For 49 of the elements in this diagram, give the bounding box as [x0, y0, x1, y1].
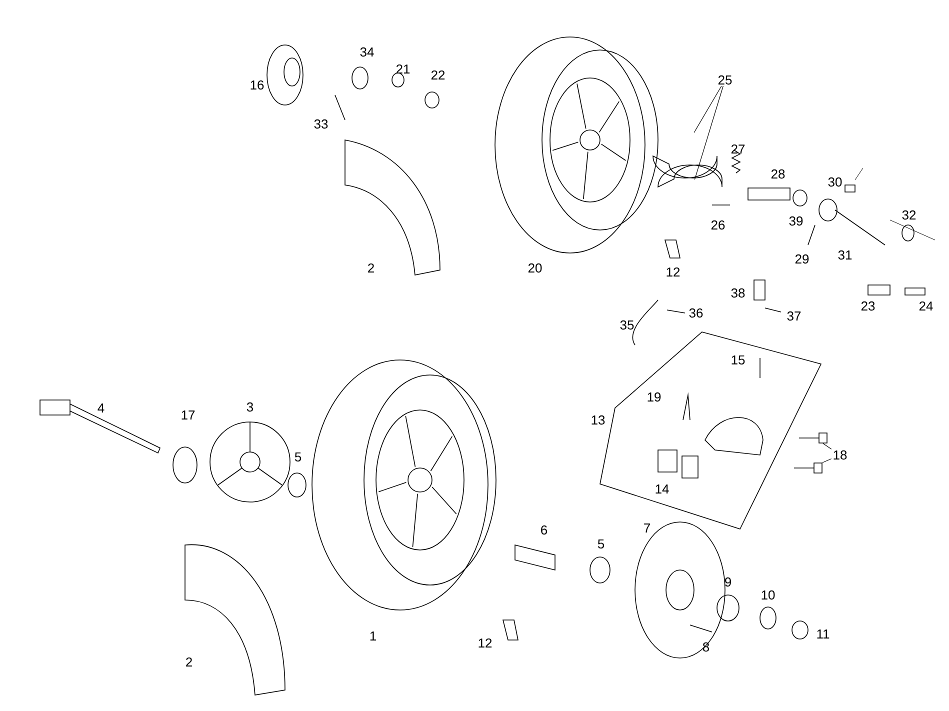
callout-number: 27 [731, 144, 745, 154]
callout-number: 10 [762, 590, 775, 600]
callout-number: 12 [666, 267, 680, 277]
callout-number: 16 [250, 80, 264, 90]
leader-line [694, 86, 722, 133]
bolt [794, 462, 822, 474]
callout-number: 29 [795, 254, 809, 264]
callout-number: 30 [828, 177, 842, 187]
brake-shoe [652, 156, 718, 178]
callout-number: 20 [528, 263, 542, 273]
callout-number: 5 [598, 539, 604, 549]
callout-number: 26 [711, 220, 725, 230]
callout-number: 9 [725, 577, 731, 587]
callout-number: 8 [702, 642, 710, 652]
callout-number: 4 [98, 404, 104, 412]
callout-number: 32 [902, 210, 916, 220]
callout-number: 3 [246, 402, 254, 412]
callout-number: 6 [541, 525, 548, 535]
callout-number: 11 [817, 630, 830, 638]
bolt [798, 432, 828, 444]
leader-line [822, 443, 832, 450]
callout-number: 15 [732, 355, 745, 365]
callout-number: 34 [360, 47, 374, 57]
callout-number: 22 [431, 70, 445, 80]
callout-number: 23 [861, 301, 875, 311]
callout-number: 5 [294, 452, 302, 462]
callout-number: 2 [368, 263, 374, 273]
callout-number: 39 [789, 216, 803, 226]
callout-number: 13 [592, 415, 605, 425]
callout-number: 18 [834, 450, 847, 460]
callout-number: 24 [919, 301, 933, 311]
callout-number: 37 [787, 311, 801, 321]
callout-number: 21 [396, 64, 410, 74]
callout-number: 12 [478, 638, 492, 648]
callout-number: 7 [644, 524, 650, 532]
callout-number: 33 [314, 119, 328, 129]
callout-number: 31 [838, 250, 852, 260]
leader-line [822, 458, 832, 463]
callout-number: 14 [656, 484, 669, 494]
callout-number: 36 [689, 308, 703, 318]
callout-number: 38 [731, 288, 745, 298]
callout-number: 2 [186, 657, 192, 667]
callout-number: 28 [771, 169, 785, 179]
callout-number: 1 [370, 632, 376, 640]
brake-shoe [658, 164, 722, 188]
callout-number: 25 [718, 75, 732, 85]
callout-number: 17 [182, 410, 195, 420]
callout-number: 35 [620, 320, 634, 330]
callout-number: 19 [648, 392, 661, 402]
